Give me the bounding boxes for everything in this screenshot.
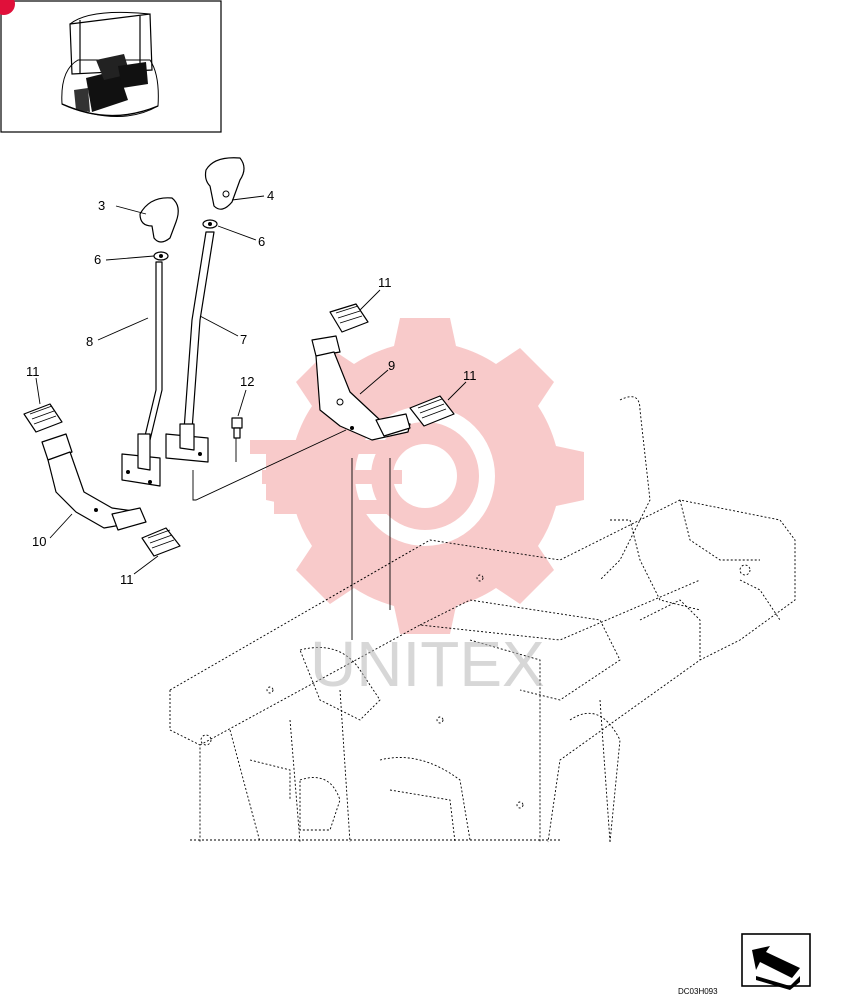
install-guide-lines xyxy=(192,429,391,640)
pedal-9 xyxy=(311,335,411,441)
watermark-text: UNITEX xyxy=(310,628,545,700)
lever-8 xyxy=(121,261,163,487)
label-11: 11 xyxy=(26,364,40,379)
knob-4 xyxy=(204,157,245,210)
washer-6-right xyxy=(202,219,218,229)
direction-arrow-icon xyxy=(741,933,811,990)
locator-inset xyxy=(0,0,222,133)
label-4: 4 xyxy=(267,188,274,203)
pedal-pad-11-right xyxy=(409,395,455,427)
pedal-pad-11-top xyxy=(329,303,369,333)
label-11: 11 xyxy=(120,572,134,587)
label-7: 7 xyxy=(240,332,247,347)
label-11: 11 xyxy=(378,275,392,290)
washer-6-left xyxy=(153,251,169,261)
label-9: 9 xyxy=(388,358,395,373)
machine-frame xyxy=(169,396,796,843)
label-6: 6 xyxy=(258,234,265,249)
label-6: 6 xyxy=(94,252,101,267)
drawing-code: DC03H093 xyxy=(678,987,718,996)
corner-marker-icon xyxy=(0,0,15,15)
label-10: 10 xyxy=(32,534,46,549)
knob-3 xyxy=(139,197,179,243)
gear-watermark-icon xyxy=(250,318,584,634)
pedal-pad-11-left xyxy=(23,403,63,433)
label-3: 3 xyxy=(98,198,105,213)
label-12: 12 xyxy=(240,374,254,389)
label-11: 11 xyxy=(463,368,477,383)
pedal-pad-11-bottom xyxy=(141,527,181,557)
callout-leaders xyxy=(35,195,467,575)
cab-locator-icon xyxy=(61,11,159,117)
pedal-10 xyxy=(41,433,147,531)
bolt-12 xyxy=(231,417,243,439)
label-8: 8 xyxy=(86,334,93,349)
lever-7 xyxy=(165,231,215,463)
callout-labels: 3 4 6 6 8 7 11 11 11 11 12 9 10 xyxy=(26,188,477,587)
